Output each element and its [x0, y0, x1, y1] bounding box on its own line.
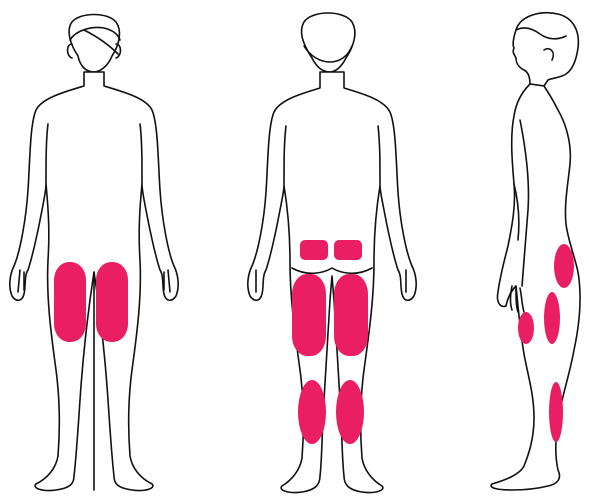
back-right-calf — [336, 380, 364, 444]
side-hamstring-upper — [544, 292, 560, 344]
back-left-hamstring — [292, 274, 326, 356]
side-gluteus — [554, 244, 574, 288]
front-figure — [10, 15, 178, 491]
front-right-quadriceps — [96, 262, 128, 342]
side-calf — [549, 382, 563, 442]
back-figure — [248, 13, 416, 493]
back-right-hamstring — [334, 274, 368, 356]
back-body — [248, 72, 416, 493]
back-right-gluteus — [334, 240, 362, 260]
side-figure — [491, 13, 580, 490]
side-quadriceps-front — [518, 312, 534, 344]
front-head — [69, 15, 119, 73]
back-head — [302, 13, 355, 72]
back-left-gluteus — [300, 240, 328, 260]
front-left-quadriceps — [54, 262, 86, 342]
back-left-calf — [298, 380, 326, 444]
